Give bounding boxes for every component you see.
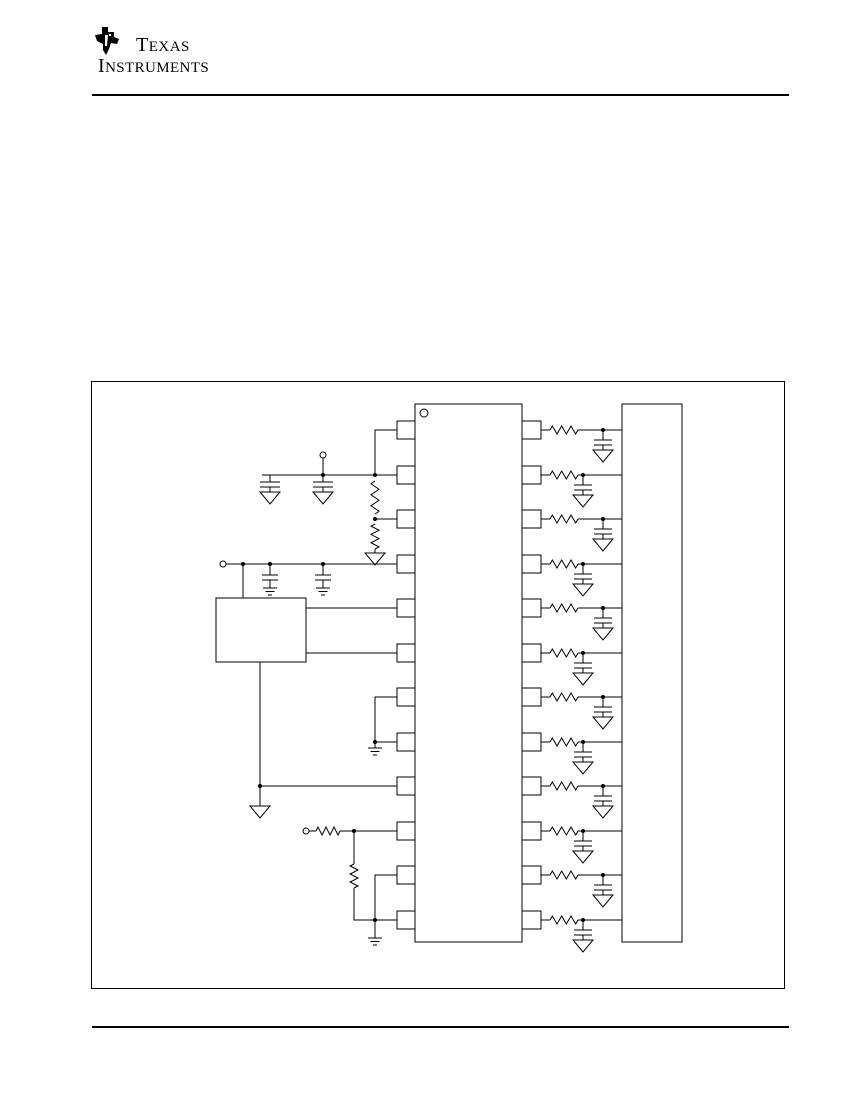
terminal-circle [219,560,227,568]
ground-triangle-icon [571,850,595,864]
main-ic-body [414,403,523,943]
terminal-circle [302,827,310,835]
ground-triangle-icon [571,494,595,508]
resistor-icon [549,514,579,524]
left-pin [396,865,416,885]
footer-rule [92,1026,789,1028]
right-pin [521,776,542,796]
capacitor-icon [574,573,592,580]
ground-triangle-icon [591,449,615,463]
resistor-icon [549,692,579,702]
wire [374,696,397,745]
resistor-icon [549,470,579,480]
right-pin [521,465,542,485]
capacitor-icon [594,795,612,802]
ground-bars-icon [368,747,382,756]
left-pin [396,420,416,440]
capacitor-icon [260,481,280,488]
capacitor-icon [594,439,612,446]
capacitor-icon [574,484,592,491]
right-pin [521,420,542,440]
right-pin [521,554,542,574]
capacitor-icon [574,662,592,669]
ti-logo-icon [95,27,119,55]
right-pin [521,732,542,752]
ground-triangle-icon [571,939,595,953]
capacitor-icon [594,528,612,535]
resistor-icon [549,425,579,435]
left-pin [396,821,416,841]
right-pin [521,865,542,885]
connector-body [621,403,683,943]
resistor-icon [549,870,579,880]
wire [374,429,397,475]
pin-one-marker [419,408,429,418]
resistor-icon [370,480,380,515]
ground-triangle-icon [571,672,595,686]
right-pin [521,687,542,707]
left-pin [396,598,416,618]
resistor-icon [549,826,579,836]
right-pin [521,509,542,529]
capacitor-icon [262,574,278,581]
controller-box [215,597,307,663]
header-rule [92,94,789,96]
right-pin [521,598,542,618]
terminal-circle [319,451,327,459]
resistor-icon [315,825,341,837]
ground-triangle-icon [591,894,615,908]
capacitor-icon [574,929,592,936]
ground-bars-icon [316,587,330,596]
resistor-icon [369,523,381,550]
capacitor-icon [574,840,592,847]
resistor-icon [549,915,579,925]
left-pin [396,776,416,796]
capacitor-icon [574,751,592,758]
right-pin [521,643,542,663]
resistor-icon [549,648,579,658]
logo-text-line1: EXAS [148,39,190,55]
resistor-icon [549,603,579,613]
logo-text-line2: NSTRUMENTS [105,60,210,76]
junction-dot [373,473,377,477]
capacitor-icon [594,617,612,624]
ground-triangle-icon [258,491,282,505]
left-pin [396,554,416,574]
texas-instruments-logo: TEXAS INSTRUMENTS [94,26,209,76]
ground-triangle-icon [248,805,272,819]
ground-triangle-icon [591,805,615,819]
left-pin [396,687,416,707]
ground-triangle-icon [571,583,595,597]
left-pin [396,509,416,529]
left-pin [396,643,416,663]
resistor-icon [549,781,579,791]
capacitor-icon [594,706,612,713]
ground-triangle-icon [363,552,387,566]
resistor-icon [348,863,360,889]
right-pin [521,910,542,930]
left-pin [396,910,416,930]
ground-triangle-icon [591,716,615,730]
resistor-icon [549,737,579,747]
right-pin [521,821,542,841]
resistor-icon [549,559,579,569]
ground-triangle-icon [571,761,595,775]
ground-triangle-icon [311,491,335,505]
wire [353,888,397,921]
left-pin [396,465,416,485]
ground-triangle-icon [591,538,615,552]
ground-triangle-icon [591,627,615,641]
capacitor-icon [313,481,333,488]
ground-bars-icon [263,587,277,596]
capacitor-icon [315,574,331,581]
wire [374,874,397,935]
ground-bars-icon [368,937,382,946]
junction-dot [373,740,377,744]
left-pin [396,732,416,752]
capacitor-icon [594,884,612,891]
figure-frame [91,381,785,989]
